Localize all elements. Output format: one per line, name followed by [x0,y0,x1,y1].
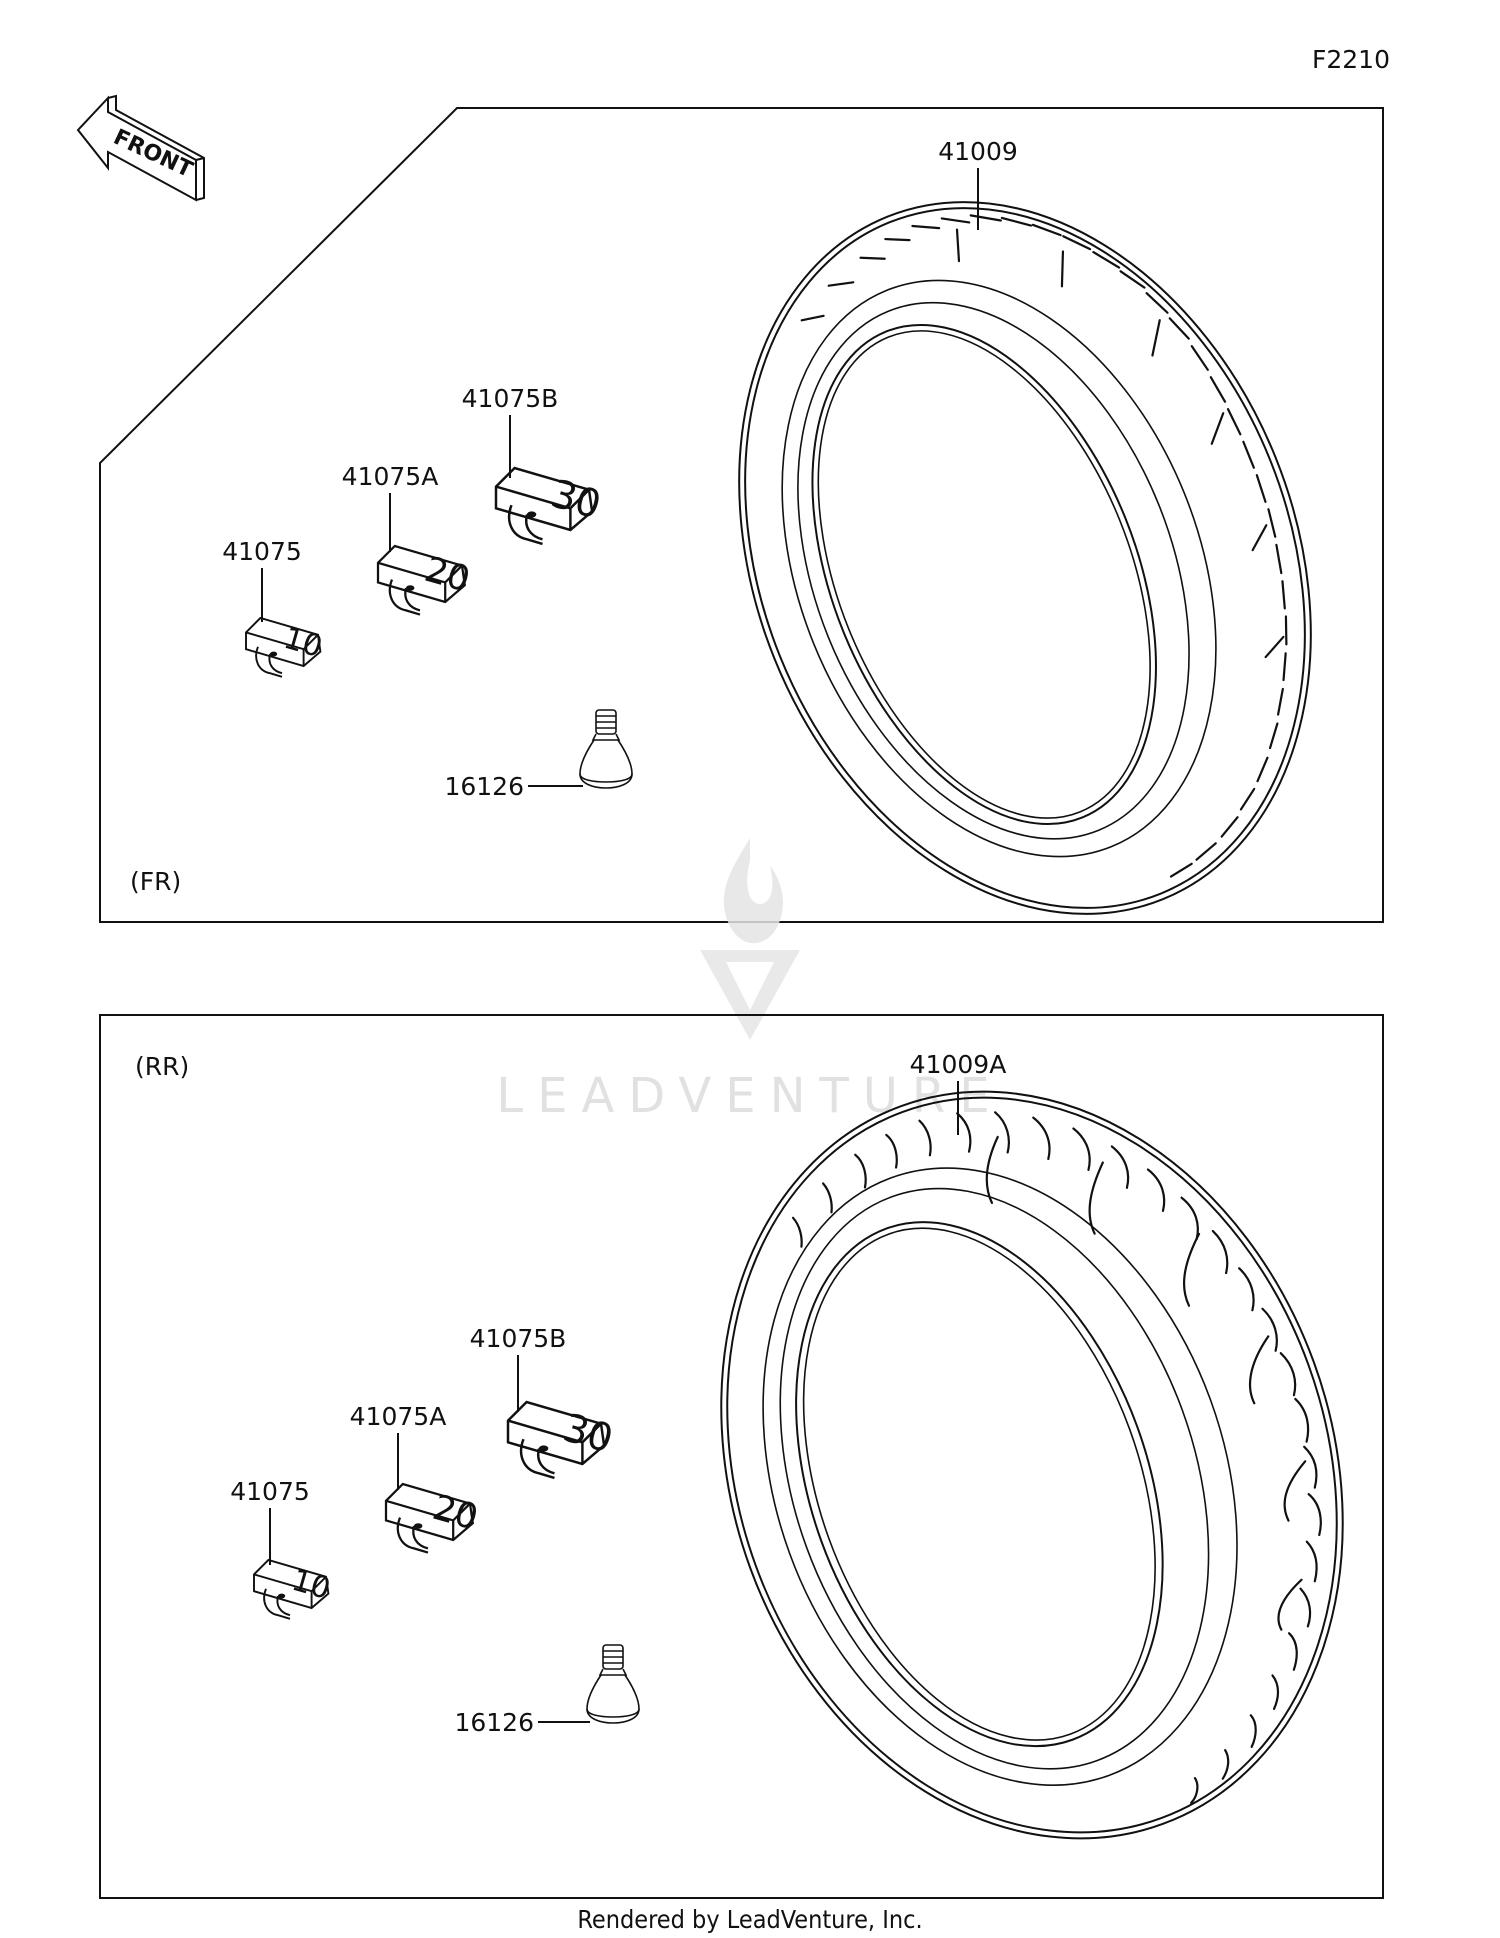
front-weight-a-mark: 20 [420,550,474,601]
diagram-code: F2210 [1312,45,1390,74]
rear-weight-label: 41075 [230,1477,310,1506]
rear-weight-b: 30 [506,1400,618,1480]
rear-weight-a: 20 [384,1482,482,1554]
rear-weight-b-mark: 30 [558,1406,618,1463]
front-arrow-label: FRONT [109,125,196,183]
rear-weight: 10 [253,1559,334,1620]
rear-tire-label: 41009A [910,1050,1007,1079]
front-tire [738,201,1312,915]
footer-credit: Rendered by LeadVenture, Inc. [577,1905,922,1934]
front-weight-a: 20 [376,544,474,616]
front-weight: 10 [245,617,326,678]
front-weight-label: 41075 [222,537,302,566]
front-weight-b: 30 [494,466,606,546]
front-valve-label: 16126 [444,772,524,801]
front-panel-tag: (FR) [130,867,181,896]
rear-weight-a-label: 41075A [350,1402,447,1431]
front-panel: (FR) [99,107,1384,923]
front-weight-mark: 10 [280,621,326,665]
watermark-v-icon [700,950,800,1040]
front-arrow-icon: FRONT [76,94,205,202]
rear-valve-label: 16126 [454,1708,534,1737]
rear-tire [720,1090,1344,1840]
rear-weight-b-label: 41075B [470,1324,567,1353]
watermark-text: LEADVENTURE [496,1068,1003,1124]
watermark: LEADVENTURE [496,838,1003,1124]
watermark-flame-icon [723,838,783,944]
rear-panel-tag: (RR) [135,1052,189,1081]
rear-valve-stem [586,1644,640,1724]
front-valve-stem [579,709,633,789]
front-tire-label: 41009 [938,137,1018,166]
rear-weight-a-mark: 20 [428,1488,482,1539]
rear-panel-frame [99,1014,1384,1899]
front-panel-frame [99,107,1384,923]
front-weight-b-mark: 30 [546,472,606,529]
rear-panel: (RR) [99,1014,1384,1899]
front-weight-a-label: 41075A [342,462,439,491]
front-weight-b-label: 41075B [462,384,559,413]
rear-weight-mark: 10 [288,1563,334,1607]
